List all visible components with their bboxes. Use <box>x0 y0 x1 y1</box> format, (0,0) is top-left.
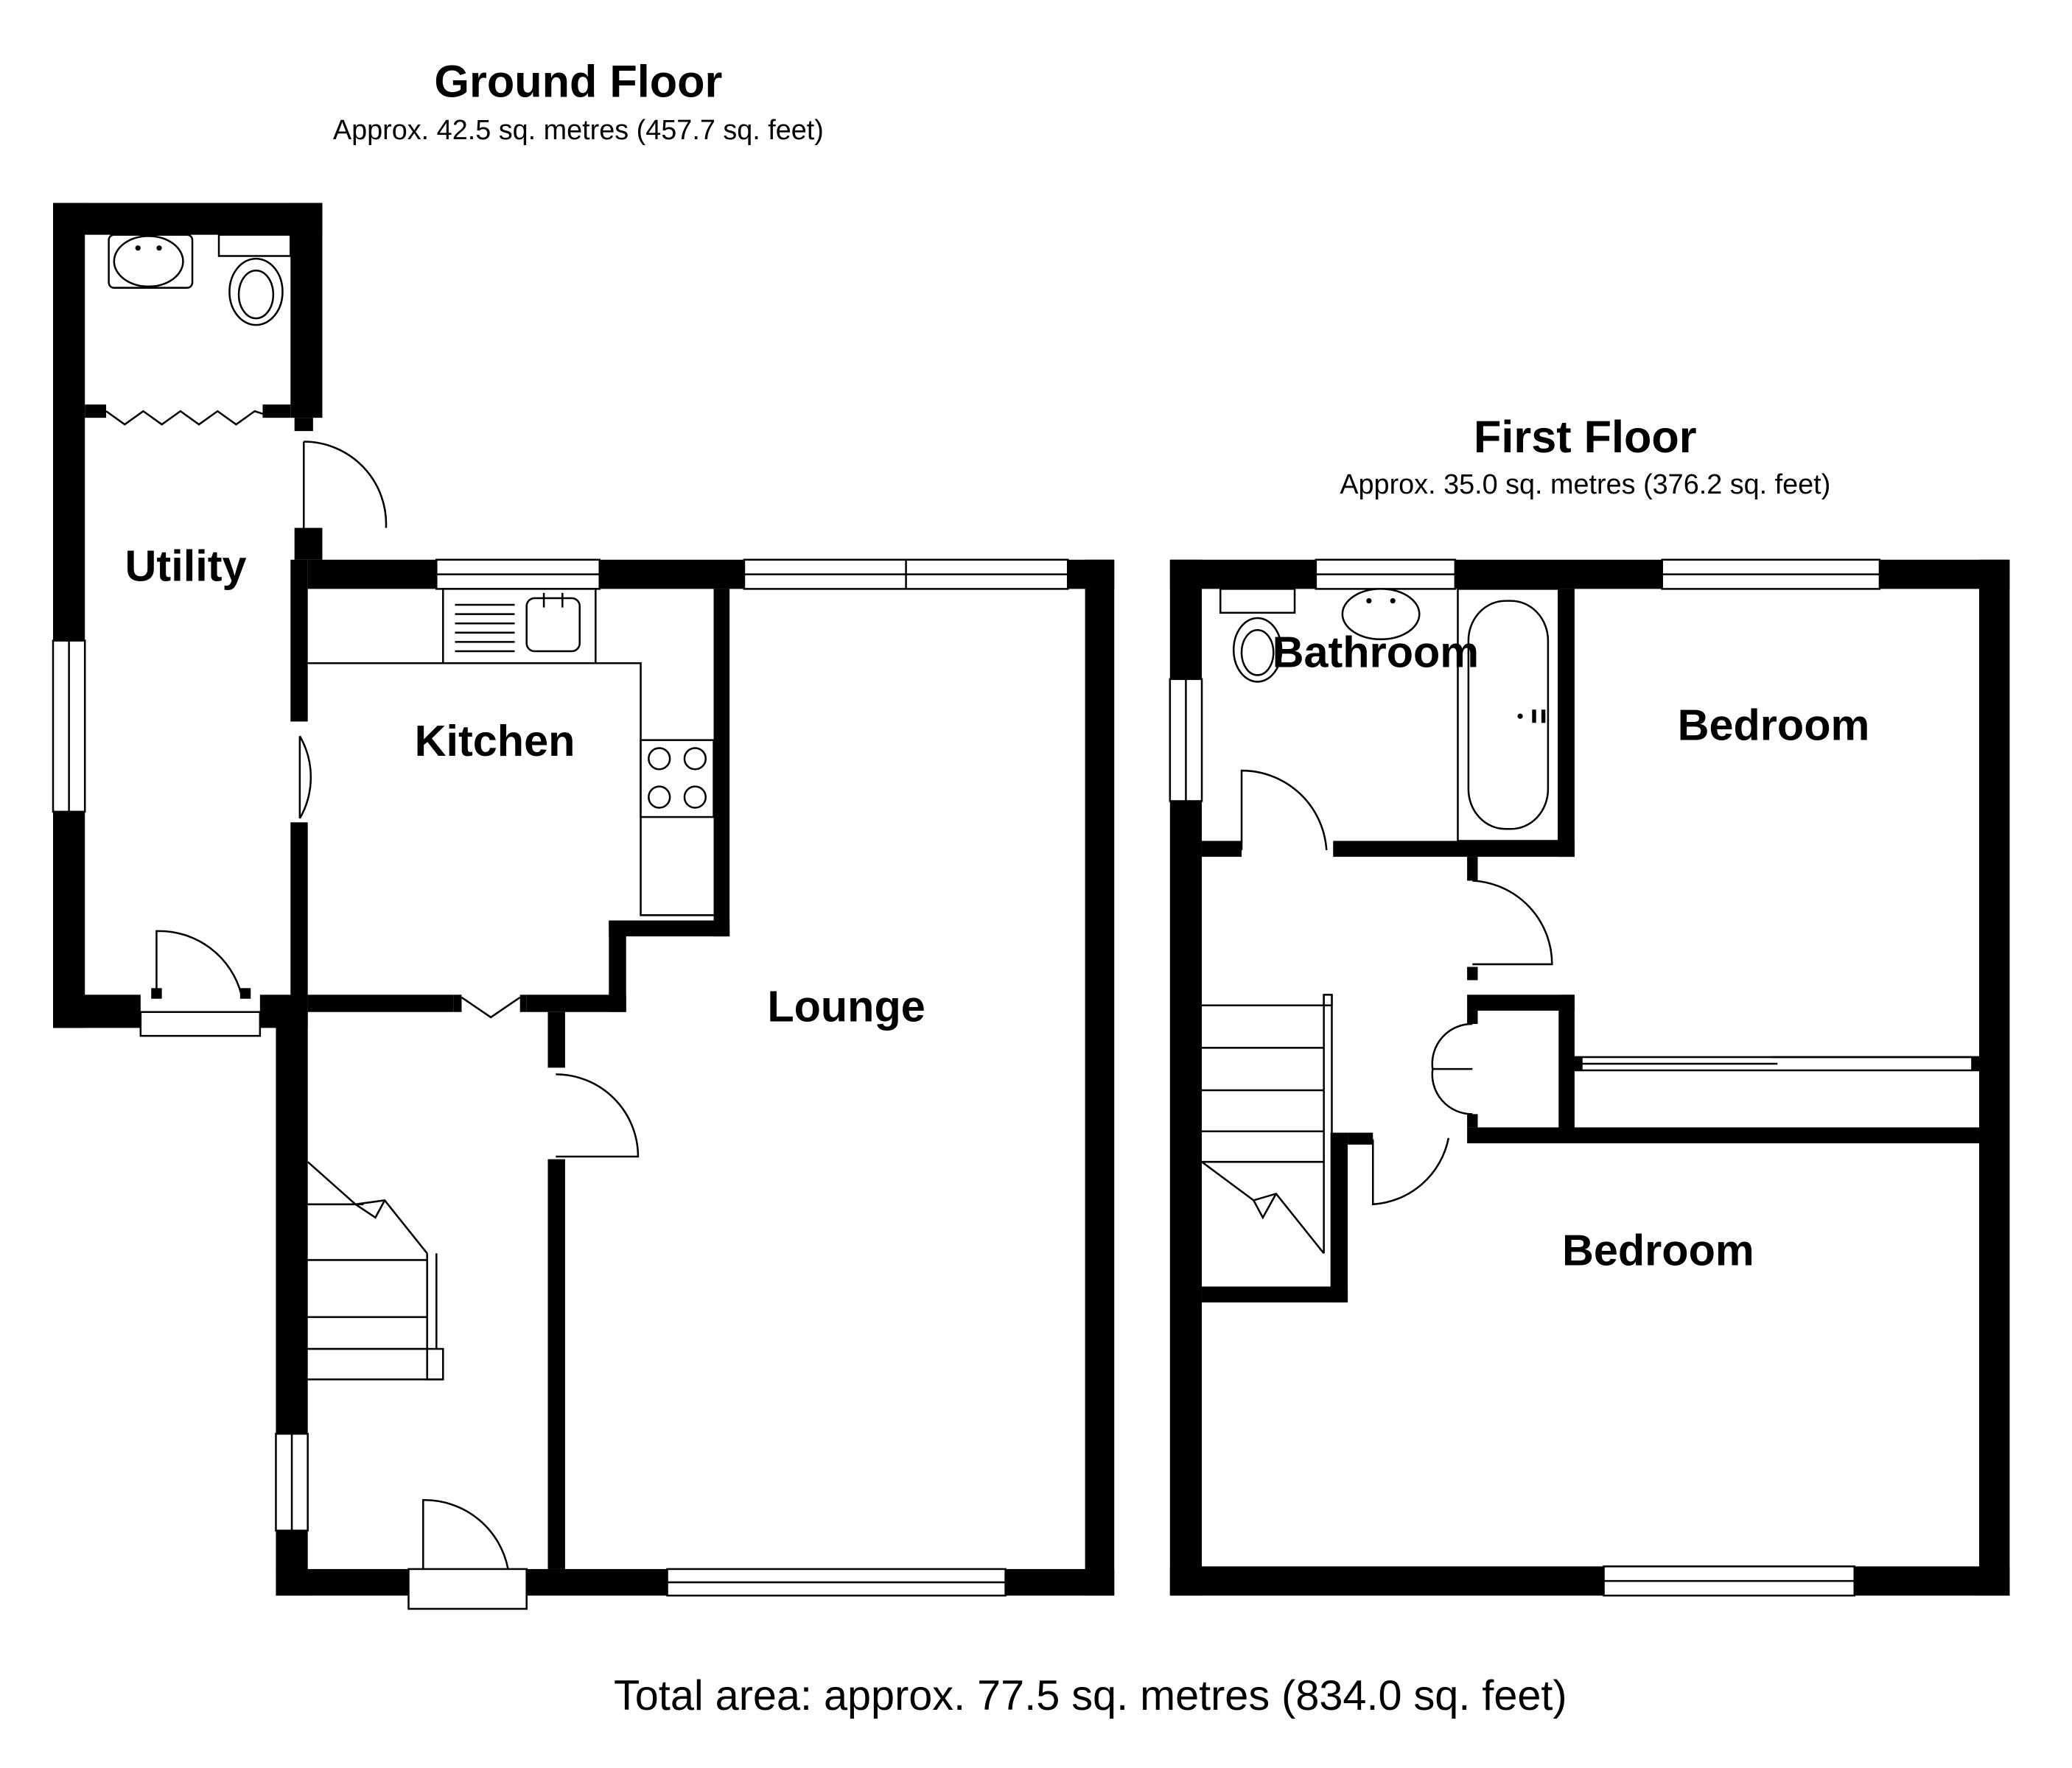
door-swing <box>155 930 242 995</box>
ground-floor-area: Approx. 42.5 sq. metres (457.7 sq. feet) <box>333 115 824 146</box>
wall <box>1202 841 1242 857</box>
ground-floor-title: Ground Floor <box>434 56 722 106</box>
wall <box>1330 1132 1348 1303</box>
room-label-bedroom-1: Bedroom <box>1678 701 1870 750</box>
front-door-step <box>407 1568 528 1610</box>
door-swing <box>1240 769 1328 851</box>
wall <box>294 418 313 432</box>
door-swing <box>422 1499 509 1570</box>
wall <box>307 994 454 1012</box>
wall <box>294 527 323 560</box>
wall <box>1854 1566 2010 1596</box>
wall <box>53 994 141 1028</box>
wall <box>290 203 323 418</box>
wall <box>53 203 85 641</box>
wall <box>609 920 626 1012</box>
wall <box>85 404 107 418</box>
wall <box>1085 559 1115 1596</box>
door-swing <box>298 735 312 819</box>
room-label-kitchen: Kitchen <box>415 716 575 765</box>
door-swing <box>1472 880 1553 966</box>
first-floor-title: First Floor <box>1474 412 1697 462</box>
wall <box>1558 994 1575 1141</box>
staircase <box>1201 994 1333 1255</box>
wall <box>1005 1568 1115 1596</box>
sink-icon <box>525 597 581 653</box>
wall <box>276 1568 409 1596</box>
wall <box>1455 559 1662 589</box>
wall <box>53 203 323 235</box>
room-label-bedroom-2: Bedroom <box>1562 1226 1754 1275</box>
door-swing <box>302 441 388 528</box>
wall <box>1978 559 2010 1596</box>
wc-bifold-door <box>105 410 263 426</box>
first-floor-plan: Bathroom Bedroom Bedroom <box>1169 558 2010 1597</box>
wall <box>1558 589 1575 857</box>
wall <box>1169 559 1203 679</box>
wall <box>1467 1127 1979 1143</box>
ground-floor-plan: Utility Kitchen Lounge <box>52 203 1115 1610</box>
basin-icon <box>113 235 184 288</box>
wall <box>547 1011 565 1068</box>
first-floor-area: Approx. 35.0 sq. metres (376.2 sq. feet) <box>1340 469 1830 500</box>
drainer <box>455 603 515 653</box>
wall <box>276 1011 308 1434</box>
room-label-utility: Utility <box>125 541 247 591</box>
total-area: Total area: approx. 77.5 sq. metres (834… <box>614 1672 1567 1719</box>
hob-icon <box>640 739 715 818</box>
wall <box>262 404 291 418</box>
wall <box>1169 1566 1604 1596</box>
wall <box>713 589 730 937</box>
door-swing <box>556 1073 640 1158</box>
basin-icon <box>1341 588 1421 641</box>
door-swing <box>1372 1137 1450 1206</box>
kitchen-double-door <box>461 996 521 1019</box>
wall <box>609 920 730 937</box>
cistern <box>217 234 292 257</box>
room-label-lounge: Lounge <box>767 981 925 1031</box>
wall <box>526 994 626 1012</box>
wall <box>547 1159 565 1569</box>
wall <box>307 559 437 589</box>
wall <box>53 811 85 1028</box>
wall <box>526 1568 668 1596</box>
room-label-bathroom: Bathroom <box>1273 628 1480 677</box>
cistern <box>1219 588 1296 614</box>
wall <box>290 559 308 722</box>
front-door-step <box>139 1011 262 1037</box>
staircase <box>307 1161 444 1381</box>
cupboard-double-door <box>1431 1022 1473 1115</box>
wall <box>1202 1286 1348 1303</box>
wall <box>1169 801 1203 1596</box>
wall <box>599 559 744 589</box>
wall <box>290 822 308 1012</box>
wall <box>1467 994 1575 1011</box>
wall <box>1333 841 1575 857</box>
